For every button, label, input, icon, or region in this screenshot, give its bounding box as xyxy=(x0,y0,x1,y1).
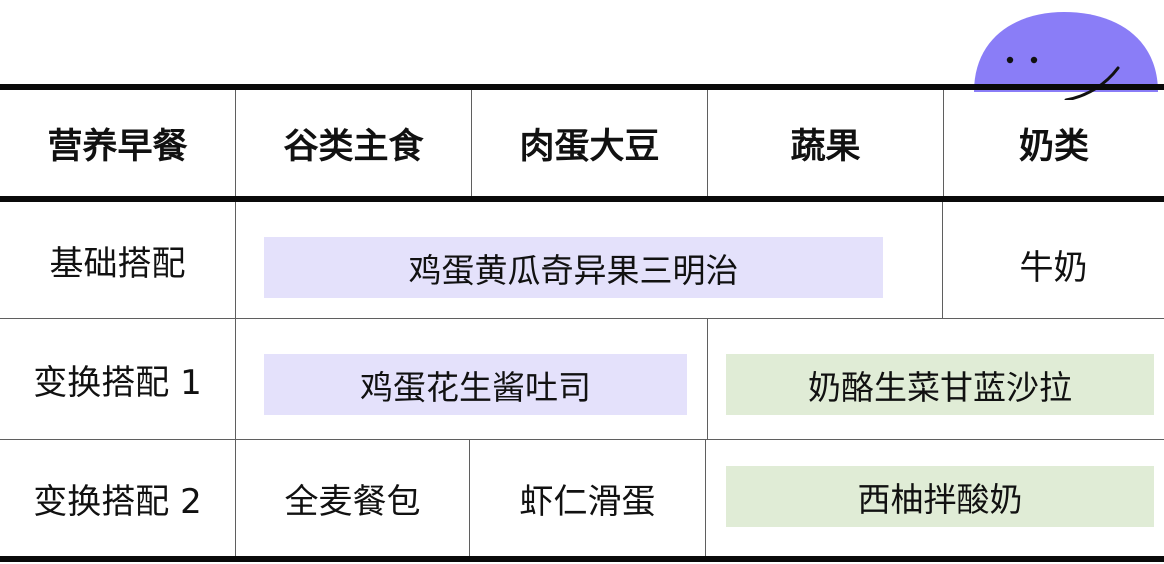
combo-main-cell: 鸡蛋黄瓜奇异果三明治 xyxy=(264,237,883,298)
table-bottom-rule xyxy=(0,556,1164,562)
combo-side-cell: 西柚拌酸奶 xyxy=(726,466,1154,527)
dairy-cell: 牛奶 xyxy=(1019,247,1088,288)
header-cell: 谷类主食 xyxy=(283,126,424,167)
col-divider xyxy=(235,90,236,196)
col-divider xyxy=(471,90,472,196)
col-divider xyxy=(707,90,708,196)
row-divider xyxy=(0,439,1164,440)
row-label: 变换搭配 2 xyxy=(33,481,202,522)
header-bottom-rule xyxy=(0,196,1164,202)
col-divider xyxy=(235,202,236,556)
col-divider xyxy=(707,318,708,439)
col-divider xyxy=(943,90,944,196)
row-label: 变换搭配 1 xyxy=(33,362,202,403)
col-divider xyxy=(705,439,706,556)
grain-cell: 全麦餐包 xyxy=(284,481,421,522)
row-divider xyxy=(0,318,1164,319)
header-cell: 奶类 xyxy=(1018,126,1089,167)
header-cell: 蔬果 xyxy=(790,126,861,167)
table-top-rule xyxy=(0,84,1164,90)
protein-cell: 虾仁滑蛋 xyxy=(519,481,656,522)
combo-side-cell: 奶酪生菜甘蓝沙拉 xyxy=(726,354,1154,415)
header-cell: 营养早餐 xyxy=(47,126,188,167)
row-label: 基础搭配 xyxy=(49,243,186,284)
header-cell: 肉蛋大豆 xyxy=(519,126,660,167)
col-divider xyxy=(469,439,470,556)
col-divider xyxy=(942,202,943,318)
combo-main-cell: 鸡蛋花生酱吐司 xyxy=(264,354,687,415)
